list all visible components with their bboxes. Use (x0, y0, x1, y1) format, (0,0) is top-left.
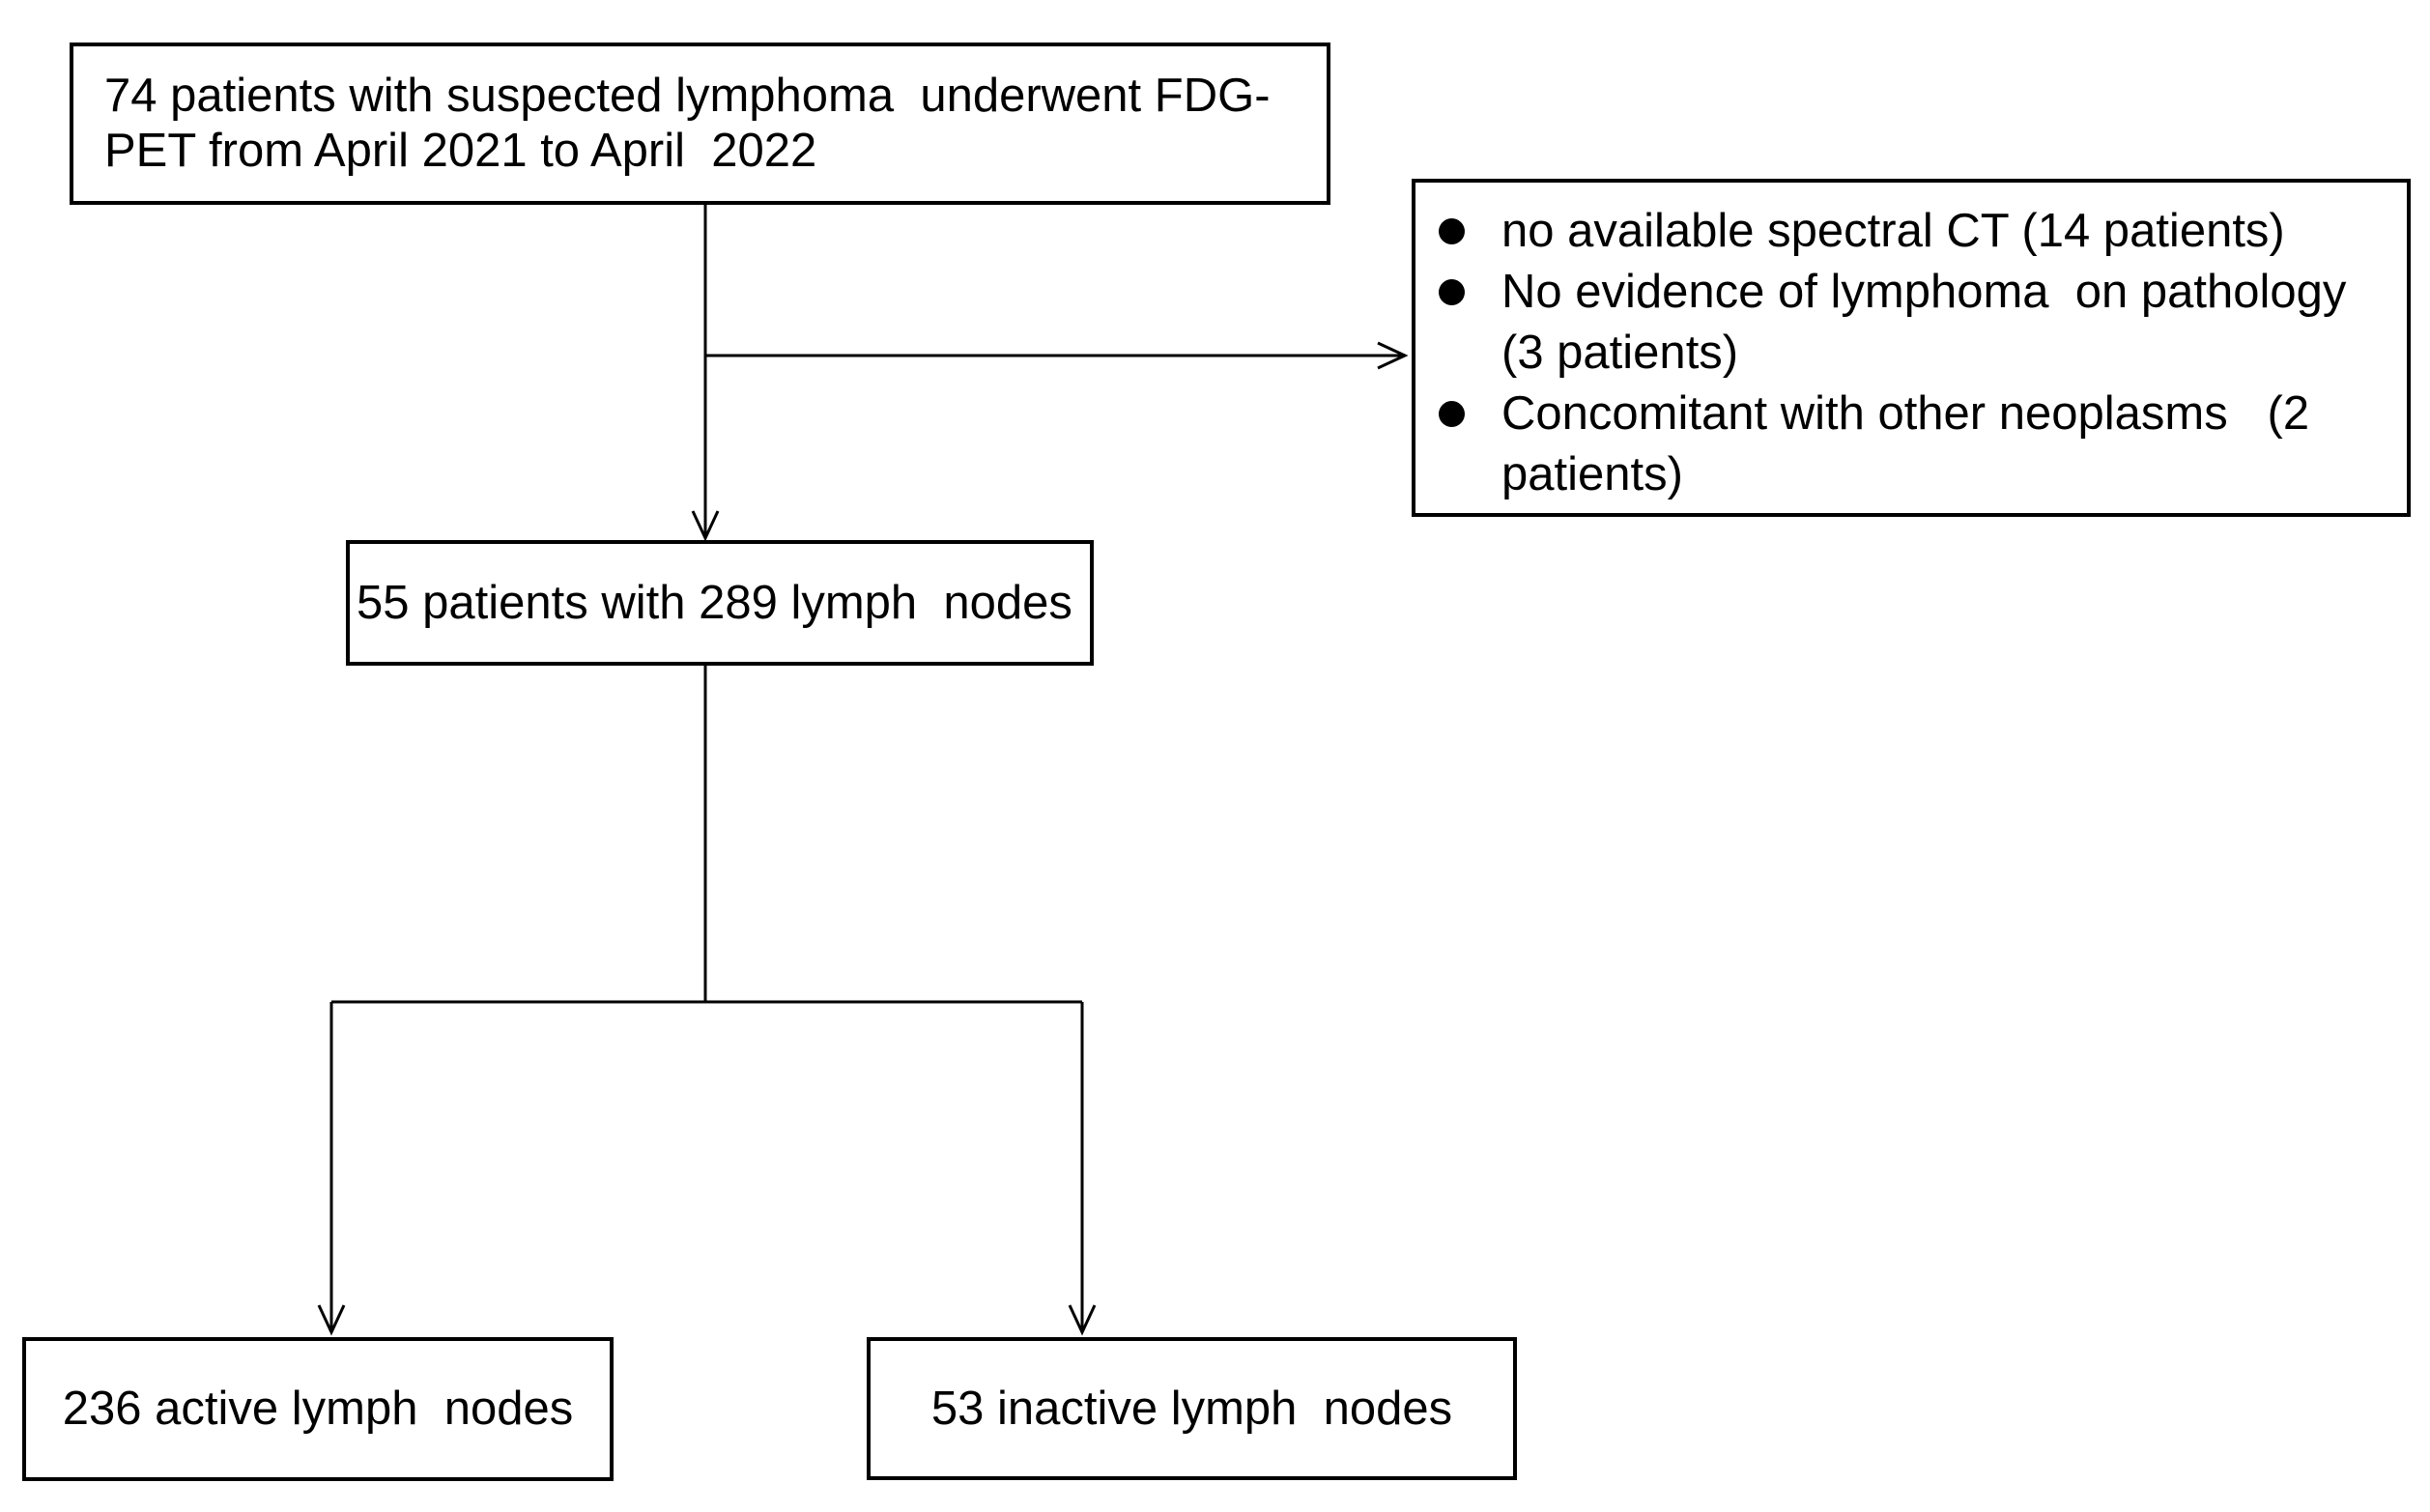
exclusion-2-line2: (3 patients) (1501, 327, 1739, 379)
exclusion-2-line1: No evidence of lymphoma on pathology (1501, 266, 2347, 318)
arrowhead-down-active-icon (317, 1304, 346, 1336)
arrowhead-down-included-icon (691, 510, 720, 542)
exclusion-3-line2: patients) (1501, 448, 1683, 500)
exclusion-1-line1: no available spectral CT (14 patients) (1501, 205, 2285, 257)
exclusion-item: Concomitant with other neoplasms (2 pati… (1415, 384, 2399, 505)
exclusion-item-text: no available spectral CT (14 patients) (1501, 201, 2285, 262)
arrowhead-right-exclusions-icon (1377, 341, 1409, 370)
exclusion-item: no available spectral CT (14 patients) (1415, 201, 2399, 262)
bullet-icon (1439, 218, 1465, 244)
exclusion-item-text: Concomitant with other neoplasms (2 pati… (1501, 384, 2309, 505)
box-active-nodes: 236 active lymph nodes (22, 1337, 614, 1481)
box-included-cohort: 55 patients with 289 lymph nodes (346, 540, 1094, 666)
exclusion-item-text: No evidence of lymphoma on pathology (3 … (1501, 262, 2346, 384)
exclusion-item: No evidence of lymphoma on pathology (3 … (1415, 262, 2399, 384)
arrowhead-down-inactive-icon (1068, 1304, 1097, 1336)
box-exclusions: no available spectral CT (14 patients) N… (1412, 179, 2411, 517)
initial-cohort-text-line1: 74 patients with suspected lymphoma unde… (104, 70, 1271, 122)
bullet-icon (1439, 279, 1465, 305)
included-cohort-text: 55 patients with 289 lymph nodes (357, 576, 1072, 629)
active-nodes-text: 236 active lymph nodes (62, 1383, 574, 1435)
initial-cohort-text-line2: PET from April 2021 to April 2022 (104, 125, 817, 177)
box-initial-cohort: 74 patients with suspected lymphoma unde… (70, 43, 1330, 205)
box-inactive-nodes: 53 inactive lymph nodes (867, 1337, 1517, 1480)
bullet-icon (1439, 401, 1465, 427)
inactive-nodes-text: 53 inactive lymph nodes (930, 1382, 1453, 1435)
exclusion-3-line1: Concomitant with other neoplasms (2 (1501, 387, 2310, 440)
